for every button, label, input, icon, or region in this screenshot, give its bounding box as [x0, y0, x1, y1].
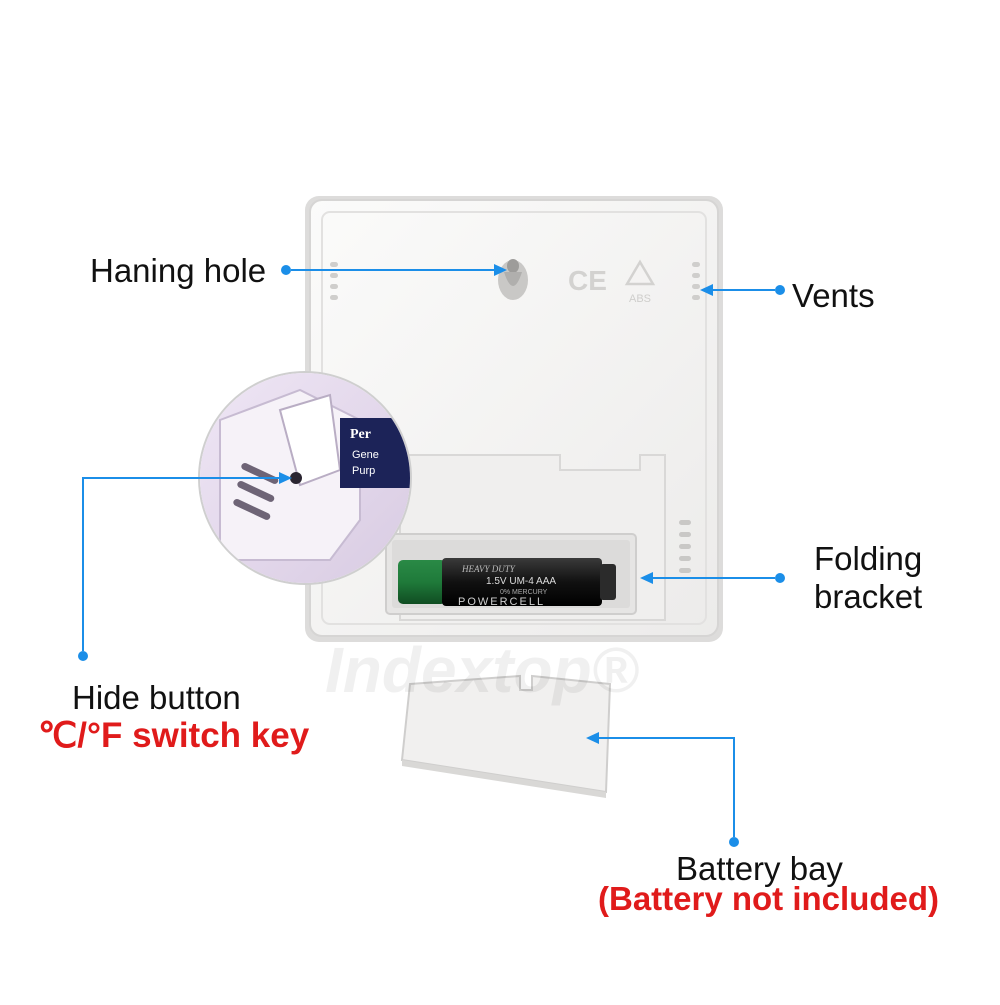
label-switch-key: ℃/°F switch key [38, 716, 310, 755]
battery-cover [400, 674, 612, 798]
ce-mark: CE [568, 265, 607, 296]
label-battery-bay: Battery bay [676, 850, 843, 887]
battery: HEAVY DUTY 1.5V UM-4 AAA 0% MERCURY POWE… [398, 558, 616, 608]
recycle-icon: ABS [624, 259, 656, 305]
leader-hanging-hole [281, 264, 507, 276]
battery-text-3: 0% MERCURY [500, 589, 548, 596]
vents-right [692, 262, 700, 300]
inset-battery-text-2: Gene [352, 449, 379, 461]
label-battery-note: (Battery not included) [598, 880, 940, 917]
label-hide-button: Hide button [72, 679, 241, 716]
inset-battery-text-1: Per [350, 427, 371, 442]
watermark: Indextop® [325, 634, 640, 706]
label-folding-bracket: Folding bracket [814, 540, 922, 616]
leader-folding-bracket [640, 572, 785, 584]
leader-vents [700, 284, 785, 296]
ce-mark-text: CE [568, 265, 607, 296]
battery-text-2: 1.5V UM-4 AAA [486, 576, 556, 587]
label-vents: Vents [792, 277, 875, 314]
label-folding-bracket-line1: Folding [814, 540, 923, 577]
recycle-mark-text: ABS [629, 293, 651, 305]
leader-hide-button [78, 472, 292, 661]
inset-battery-text-3: Purp [352, 465, 375, 477]
vents-left [330, 262, 338, 300]
label-folding-bracket-line2: bracket [814, 578, 923, 615]
leader-battery-bay [586, 732, 739, 847]
label-hanging-hole: Haning hole [90, 252, 267, 289]
battery-text-1: HEAVY DUTY [461, 564, 516, 574]
battery-brand: POWERCELL [458, 596, 545, 608]
